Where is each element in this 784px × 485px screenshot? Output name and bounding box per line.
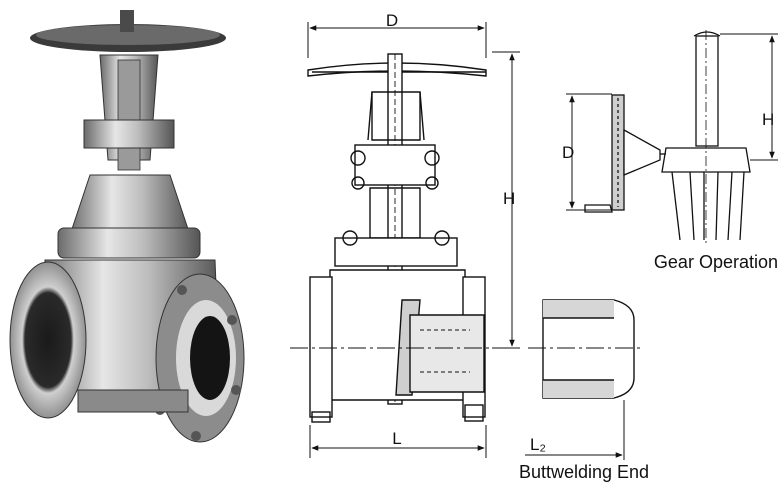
dim-l-main: L xyxy=(392,429,401,448)
caption-gear-operation: Gear Operation xyxy=(654,252,778,272)
buttwelding-end-drawing xyxy=(525,299,640,460)
dim-h-main: H xyxy=(503,189,515,208)
main-dimensions xyxy=(307,22,520,458)
gear-operation-drawing xyxy=(566,30,778,244)
caption-buttwelding-end: Buttwelding End xyxy=(519,462,649,482)
dim-d-main: D xyxy=(386,11,398,30)
dim-l2: L₂ xyxy=(530,435,546,454)
valve-section-drawing xyxy=(290,53,520,423)
dim-h-gear: H xyxy=(762,110,774,129)
valve-photo xyxy=(9,10,245,443)
dim-d-gear: D xyxy=(562,143,574,162)
